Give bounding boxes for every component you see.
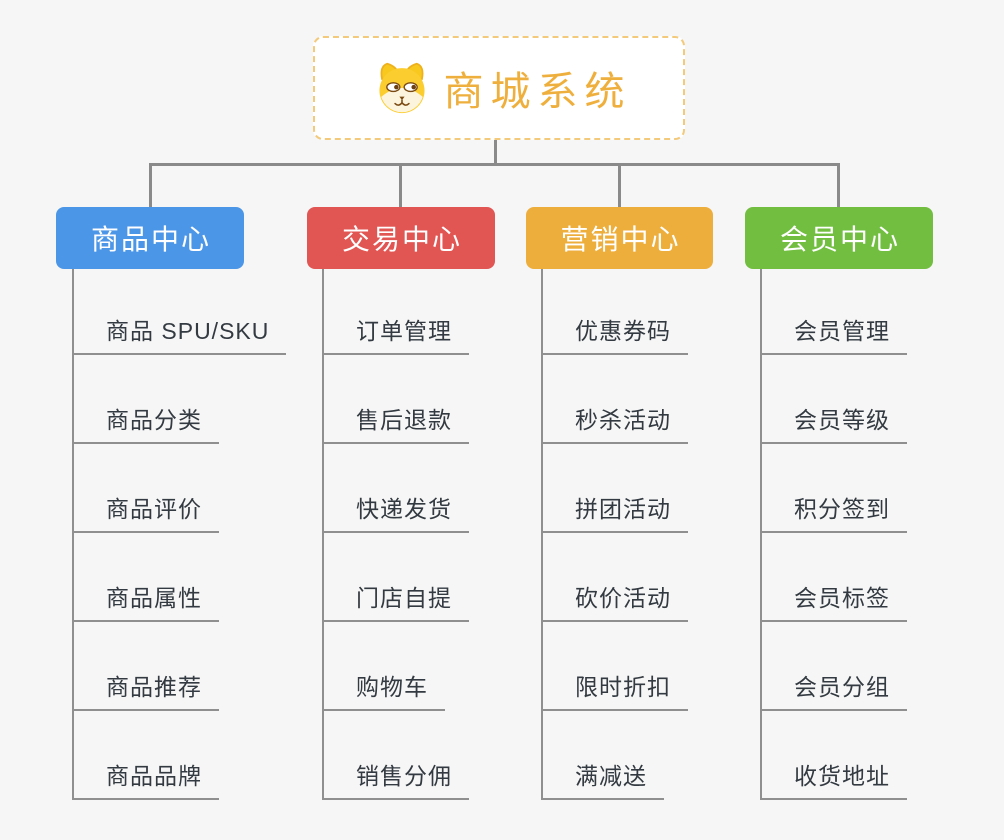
- topic-item[interactable]: 商品分类: [72, 355, 219, 444]
- topic-item[interactable]: 会员管理: [760, 266, 907, 355]
- topic-item-label: 会员管理: [794, 318, 890, 344]
- topic-item[interactable]: 商品评价: [72, 444, 219, 533]
- topic-item[interactable]: 会员标签: [760, 533, 907, 622]
- topic-item[interactable]: 秒杀活动: [541, 355, 688, 444]
- branch-label: 交易中心: [341, 224, 462, 255]
- topic-item-label: 收货地址: [794, 763, 890, 789]
- connector-root-stem: [494, 138, 497, 165]
- topic-item-label: 会员等级: [794, 407, 890, 433]
- connector-drop-product-center: [149, 163, 152, 208]
- topic-item-label: 快递发货: [356, 496, 452, 522]
- topic-item-label: 购物车: [356, 674, 428, 700]
- topic-column-marketing-center: 优惠券码 秒杀活动 拼团活动 砍价活动 限时折扣 满减送: [541, 266, 688, 800]
- topic-item-label: 商品评价: [106, 496, 202, 522]
- connector-drop-member-center: [837, 163, 840, 208]
- topic-item[interactable]: 砍价活动: [541, 533, 688, 622]
- topic-item-label: 商品分类: [106, 407, 202, 433]
- connector-rail: [149, 163, 840, 166]
- connector-drop-marketing-center: [618, 163, 621, 208]
- topic-column-product-center: 商品 SPU/SKU 商品分类 商品评价 商品属性 商品推荐 商品品牌: [72, 266, 287, 800]
- topic-item-label: 满减送: [575, 763, 647, 789]
- topic-item-label: 商品品牌: [106, 763, 202, 789]
- topic-item-label: 会员标签: [794, 585, 890, 611]
- root-node[interactable]: 商城系统: [313, 36, 685, 140]
- topic-column-trade-center: 订单管理 售后退款 快递发货 门店自提 购物车 销售分佣: [322, 266, 469, 800]
- topic-item[interactable]: 售后退款: [322, 355, 469, 444]
- branch-node-product-center[interactable]: 商品中心: [56, 207, 244, 269]
- topic-item[interactable]: 会员等级: [760, 355, 907, 444]
- topic-item-label: 门店自提: [356, 585, 452, 611]
- topic-column-member-center: 会员管理 会员等级 积分签到 会员标签 会员分组 收货地址: [760, 266, 907, 800]
- topic-item-label: 商品 SPU/SKU: [106, 318, 270, 344]
- branch-label: 营销中心: [560, 224, 681, 255]
- topic-item[interactable]: 订单管理: [322, 266, 469, 355]
- topic-item[interactable]: 收货地址: [760, 711, 907, 800]
- topic-item[interactable]: 商品品牌: [72, 711, 219, 800]
- branch-spine: [760, 269, 762, 800]
- topic-item[interactable]: 拼团活动: [541, 444, 688, 533]
- topic-item[interactable]: 销售分佣: [322, 711, 469, 800]
- topic-item[interactable]: 满减送: [541, 711, 664, 800]
- topic-item[interactable]: 门店自提: [322, 533, 469, 622]
- topic-item[interactable]: 商品属性: [72, 533, 219, 622]
- topic-item-label: 砍价活动: [575, 585, 671, 611]
- topic-item-label: 积分签到: [794, 496, 890, 522]
- topic-item-label: 限时折扣: [575, 674, 671, 700]
- topic-item[interactable]: 优惠券码: [541, 266, 688, 355]
- topic-item-label: 秒杀活动: [575, 407, 671, 433]
- branch-spine: [72, 269, 74, 800]
- topic-item-label: 商品属性: [106, 585, 202, 611]
- topic-item-label: 订单管理: [356, 318, 452, 344]
- branch-node-member-center[interactable]: 会员中心: [745, 207, 933, 269]
- topic-item-label: 售后退款: [356, 407, 452, 433]
- branch-node-marketing-center[interactable]: 营销中心: [526, 207, 713, 269]
- branch-label: 会员中心: [779, 224, 900, 255]
- topic-item[interactable]: 积分签到: [760, 444, 907, 533]
- topic-item-label: 优惠券码: [575, 318, 671, 344]
- topic-item[interactable]: 快递发货: [322, 444, 469, 533]
- topic-item[interactable]: 会员分组: [760, 622, 907, 711]
- connector-drop-trade-center: [399, 163, 402, 208]
- branch-spine: [541, 269, 543, 800]
- topic-item-label: 拼团活动: [575, 496, 671, 522]
- topic-item[interactable]: 商品 SPU/SKU: [72, 266, 287, 355]
- topic-item[interactable]: 购物车: [322, 622, 445, 711]
- branch-spine: [322, 269, 324, 800]
- topic-item-label: 商品推荐: [106, 674, 202, 700]
- topic-item-label: 会员分组: [794, 674, 890, 700]
- topic-item[interactable]: 商品推荐: [72, 622, 219, 711]
- dog-face-icon: [378, 62, 425, 114]
- topic-item[interactable]: 限时折扣: [541, 622, 688, 711]
- root-title: 商城系统: [443, 70, 632, 114]
- branch-label: 商品中心: [90, 224, 211, 255]
- branch-node-trade-center[interactable]: 交易中心: [307, 207, 495, 269]
- topic-item-label: 销售分佣: [356, 763, 452, 789]
